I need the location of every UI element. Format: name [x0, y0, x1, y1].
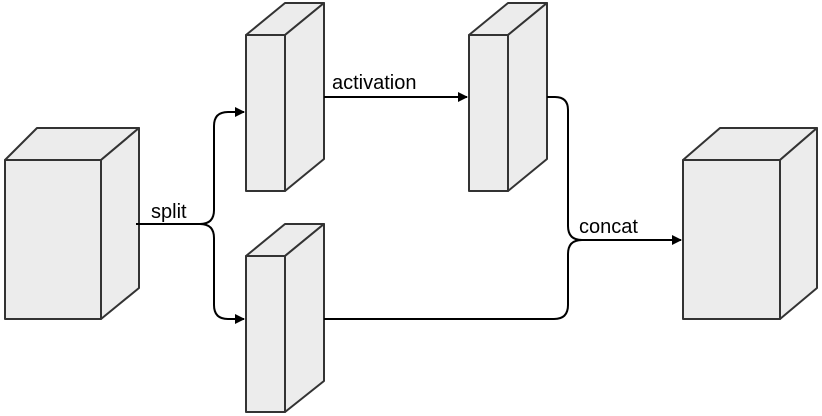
split-edge-lower [199, 223, 245, 324]
concat-edge-upper [547, 96, 682, 245]
split-upper-block [245, 2, 325, 192]
activated-block [468, 2, 548, 192]
concat-label: concat [579, 216, 638, 238]
activation-label: activation [332, 72, 417, 94]
split-label: split [151, 201, 187, 223]
split-edge-upper [136, 107, 245, 225]
input-block [4, 127, 140, 320]
split-lower-block [245, 223, 325, 413]
concat-edge-lower [324, 239, 583, 320]
output-block [682, 127, 818, 320]
